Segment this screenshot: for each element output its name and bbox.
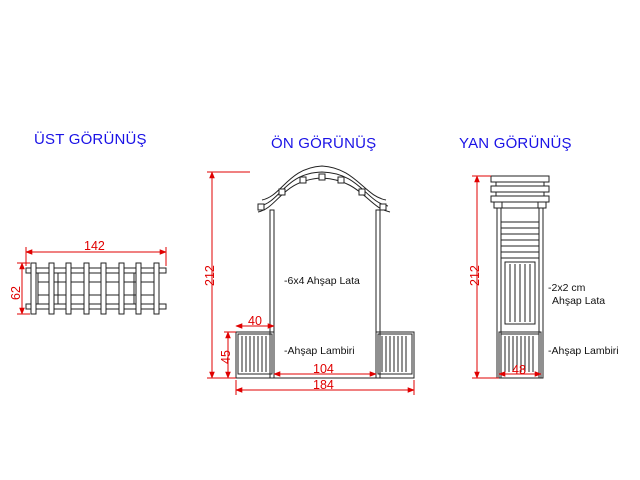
side-height-dimension: 212	[468, 265, 482, 286]
side-view-drawing	[490, 175, 550, 379]
top-view-dimensions	[17, 247, 167, 315]
front-total-width-dimension: 184	[313, 378, 334, 392]
front-view-title: ÖN GÖRÜNÜŞ	[271, 135, 377, 152]
top-width-dimension: 142	[84, 239, 105, 253]
front-planter-height-dimension: 45	[219, 350, 233, 364]
side-depth-dimension: 48	[512, 363, 526, 377]
front-height-dimension: 212	[203, 265, 217, 286]
top-view-title: ÜST GÖRÜNÜŞ	[34, 131, 147, 148]
side-lath-label-line2: Ahşap Lata	[552, 295, 605, 307]
front-planter-width-dimension: 40	[248, 314, 262, 328]
side-view-title: YAN GÖRÜNÜŞ	[459, 135, 572, 152]
side-view-dimensions	[472, 175, 542, 379]
front-panel-label: -Ahşap Lambiri	[284, 345, 355, 357]
side-lath-label-line1: -2x2 cm	[548, 282, 586, 294]
top-depth-dimension: 62	[9, 286, 23, 300]
top-view-drawing	[25, 262, 167, 315]
front-lath-label: -6x4 Ahşap Lata	[284, 275, 360, 287]
side-panel-label: -Ahşap Lambiri	[548, 345, 619, 357]
front-inner-width-dimension: 104	[313, 362, 334, 376]
front-view-drawing	[235, 165, 415, 379]
front-view-dimensions	[207, 171, 415, 395]
